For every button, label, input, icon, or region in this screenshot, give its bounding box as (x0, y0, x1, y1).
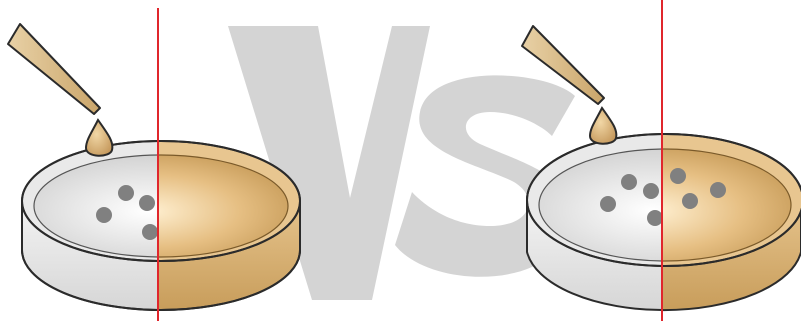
colony (643, 183, 659, 199)
colony (621, 174, 637, 190)
colony (600, 196, 616, 212)
colony (118, 185, 134, 201)
colony (96, 207, 112, 223)
colony (142, 224, 158, 240)
colony (139, 195, 155, 211)
petri-dish-right (527, 134, 801, 310)
colony (682, 193, 698, 209)
colony (710, 182, 726, 198)
pipette-icon (8, 24, 100, 114)
colony (647, 210, 663, 226)
pipette-left (8, 24, 112, 156)
droplet-icon (590, 108, 616, 144)
droplet-icon (86, 120, 112, 156)
watermark-text: VS (0, 0, 2, 1)
petri-dish-left (22, 141, 300, 310)
colony (670, 168, 686, 184)
